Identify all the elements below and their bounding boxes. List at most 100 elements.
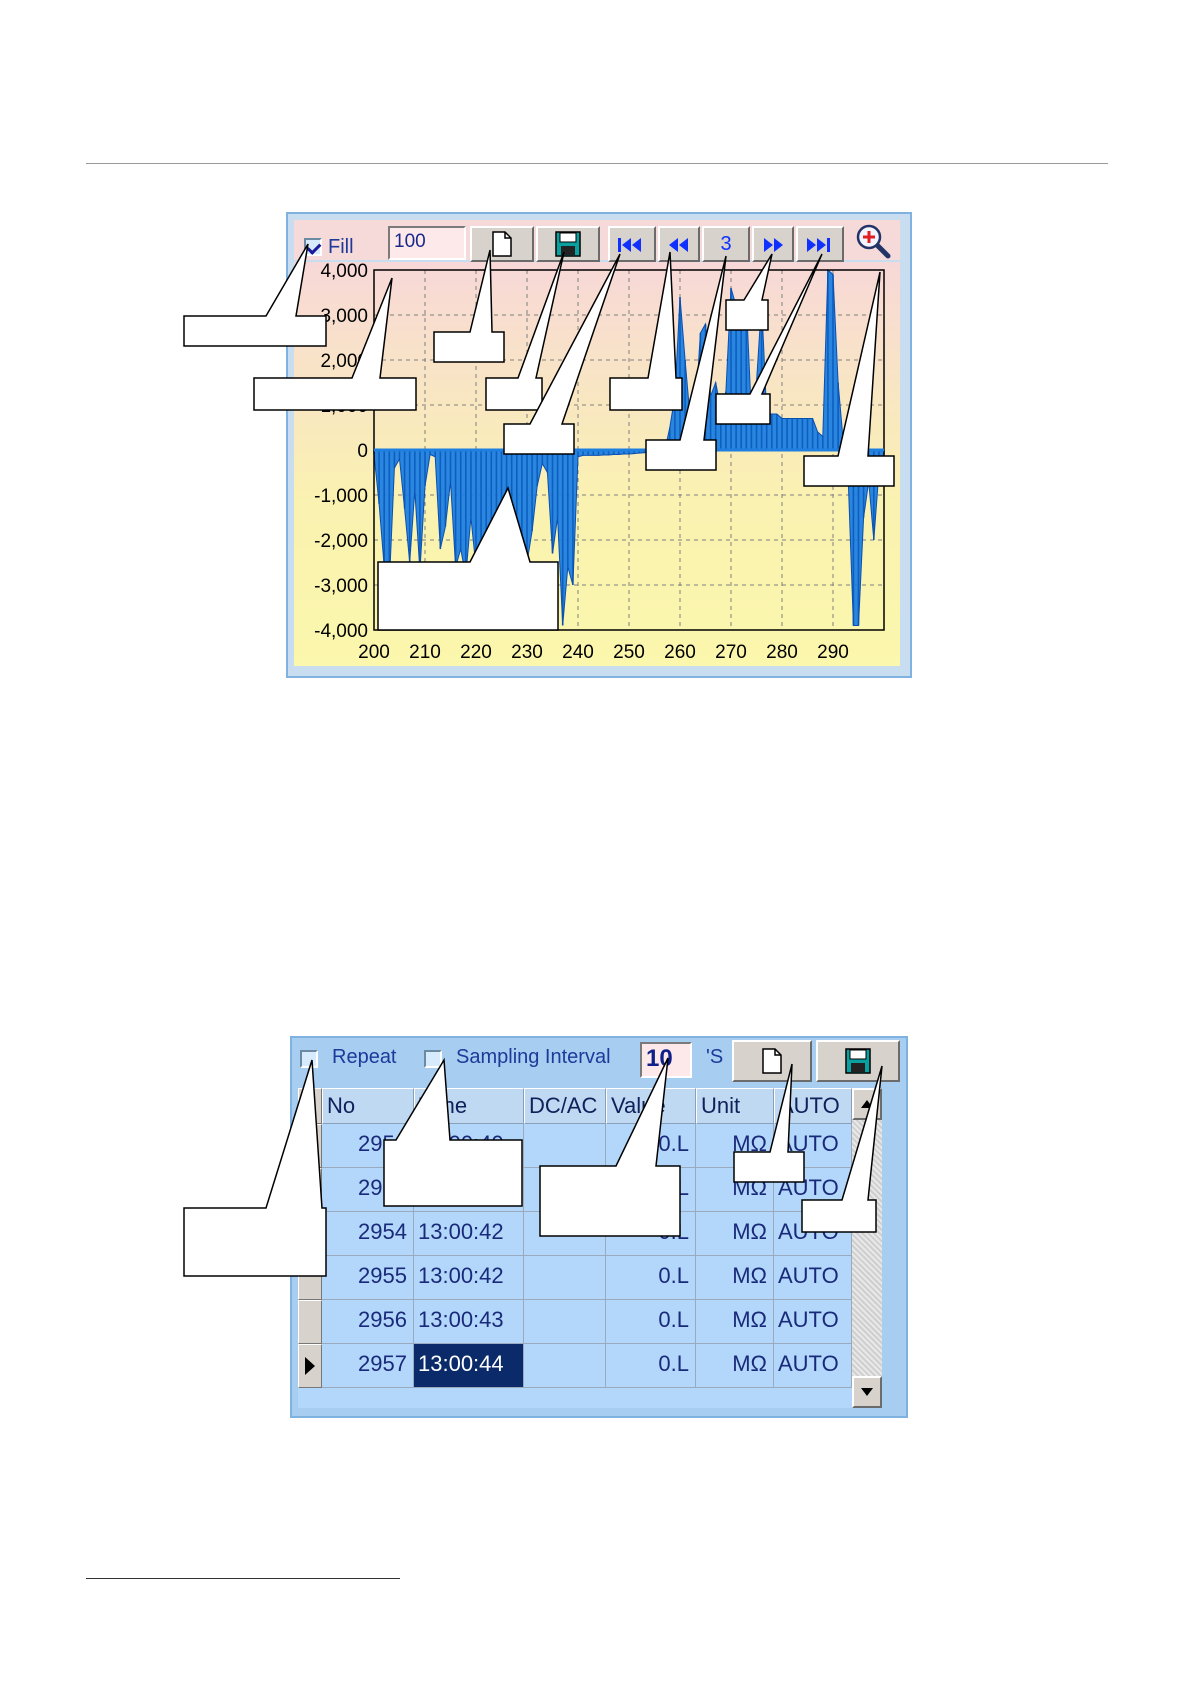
table-panel: Repeat Sampling Interval 10 'S No Time D…: [290, 1036, 908, 1418]
arrow-up-icon: [861, 1100, 873, 1108]
cell-unit[interactable]: MΩ: [696, 1168, 774, 1212]
next-page-button[interactable]: [752, 226, 794, 262]
column-header-no[interactable]: No: [322, 1088, 414, 1124]
save-disk-icon: [845, 1048, 871, 1074]
cell-dcac[interactable]: [524, 1300, 606, 1344]
prev-page-button[interactable]: [658, 226, 700, 262]
column-header-time[interactable]: Time: [414, 1088, 524, 1124]
cell-value[interactable]: 0.L: [606, 1256, 696, 1300]
cell-value[interactable]: 0.L: [606, 1300, 696, 1344]
x-tick-label: 200: [358, 642, 390, 663]
vertical-scrollbar[interactable]: [852, 1088, 882, 1408]
last-page-button[interactable]: [796, 226, 844, 262]
cell-no[interactable]: 2954: [322, 1212, 414, 1256]
grid-corner: [298, 1088, 322, 1124]
cell-time[interactable]: 13:00:43: [414, 1300, 524, 1344]
cell-unit[interactable]: MΩ: [696, 1212, 774, 1256]
repeat-checkbox[interactable]: [300, 1050, 318, 1068]
column-header-auto[interactable]: AUTO: [774, 1088, 852, 1124]
chart-svg: 4,0003,0002,0001,0000-1,000-2,000-3,000-…: [314, 261, 885, 663]
cell-time[interactable]: 13:00:40: [414, 1124, 524, 1168]
cell-time[interactable]: 13:00:44: [414, 1344, 524, 1388]
row-header[interactable]: [298, 1168, 322, 1212]
sampling-interval-checkbox[interactable]: [424, 1050, 442, 1068]
cell-time[interactable]: 13:00:42: [414, 1212, 524, 1256]
cell-value[interactable]: 0.L: [606, 1212, 696, 1256]
current-row-icon: [305, 1357, 315, 1375]
y-tick-label: 0: [357, 441, 368, 462]
y-tick-label: -1,000: [314, 486, 368, 507]
next-page-icon: [764, 238, 783, 252]
column-header-dcac[interactable]: DC/AC: [524, 1088, 606, 1124]
fill-checkbox[interactable]: [304, 238, 322, 256]
row-header[interactable]: [298, 1344, 322, 1388]
page-number-display: 3: [702, 226, 750, 262]
cell-dcac[interactable]: [524, 1168, 606, 1212]
new-file-icon: [762, 1048, 782, 1074]
scroll-up-button[interactable]: [852, 1088, 882, 1120]
zoom-button[interactable]: [854, 222, 894, 262]
cell-dcac[interactable]: [524, 1124, 606, 1168]
zoom-in-icon: [856, 224, 891, 259]
cell-no[interactable]: 2953: [322, 1168, 414, 1212]
scroll-down-button[interactable]: [852, 1376, 882, 1408]
save-button[interactable]: [536, 226, 600, 262]
cell-auto[interactable]: AUTO: [774, 1300, 852, 1344]
y-tick-label: 2,000: [320, 351, 368, 372]
cell-unit[interactable]: MΩ: [696, 1300, 774, 1344]
table-new-button[interactable]: [732, 1040, 812, 1082]
row-header[interactable]: [298, 1256, 322, 1300]
cell-value[interactable]: 0.L: [606, 1168, 696, 1212]
table-save-button[interactable]: [816, 1040, 900, 1082]
count-input[interactable]: 100: [388, 226, 466, 260]
chart-panel: Fill 100 3: [286, 212, 912, 678]
cell-unit[interactable]: MΩ: [696, 1124, 774, 1168]
x-tick-label: 220: [460, 642, 492, 663]
cell-time[interactable]: 13:00:42: [414, 1256, 524, 1300]
x-tick-label: 250: [613, 642, 645, 663]
column-header-value[interactable]: Value: [606, 1088, 696, 1124]
cell-no[interactable]: 2952: [322, 1124, 414, 1168]
cell-no[interactable]: 2956: [322, 1300, 414, 1344]
cell-dcac[interactable]: [524, 1212, 606, 1256]
cell-dcac[interactable]: [524, 1256, 606, 1300]
arrow-down-icon: [861, 1388, 873, 1396]
cell-auto[interactable]: AUTO: [774, 1344, 852, 1388]
y-tick-label: -2,000: [314, 531, 368, 552]
x-tick-label: 270: [715, 642, 747, 663]
cell-dcac[interactable]: [524, 1344, 606, 1388]
cell-no[interactable]: 2955: [322, 1256, 414, 1300]
first-page-button[interactable]: [608, 226, 656, 262]
row-header[interactable]: [298, 1300, 322, 1344]
row-header[interactable]: [298, 1124, 322, 1168]
cell-auto[interactable]: AUTO: [774, 1124, 852, 1168]
sampling-unit-label: 'S: [706, 1046, 724, 1068]
y-tick-label: 1,000: [320, 396, 368, 417]
new-file-icon: [492, 231, 512, 257]
y-tick-label: 4,000: [320, 262, 368, 282]
footnote-rule: [86, 1578, 400, 1579]
sampling-interval-label: Sampling Interval: [456, 1046, 611, 1068]
sampling-interval-input[interactable]: 10: [640, 1042, 692, 1078]
cell-unit[interactable]: MΩ: [696, 1256, 774, 1300]
column-header-unit[interactable]: Unit: [696, 1088, 774, 1124]
x-tick-label: 230: [511, 642, 543, 663]
x-tick-label: 210: [409, 642, 441, 663]
cell-value[interactable]: 0.L: [606, 1344, 696, 1388]
save-disk-icon: [555, 231, 581, 257]
x-tick-label: 260: [664, 642, 696, 663]
cell-no[interactable]: 2957: [322, 1344, 414, 1388]
x-tick-label: 280: [766, 642, 798, 663]
repeat-label: Repeat: [332, 1046, 397, 1068]
cell-auto[interactable]: AUTO: [774, 1212, 852, 1256]
cell-time[interactable]: 13:00:41: [414, 1168, 524, 1212]
cell-auto[interactable]: AUTO: [774, 1168, 852, 1212]
row-header[interactable]: [298, 1212, 322, 1256]
new-button[interactable]: [470, 226, 534, 262]
cell-value[interactable]: 0.L: [606, 1124, 696, 1168]
x-tick-label: 240: [562, 642, 594, 663]
cell-unit[interactable]: MΩ: [696, 1344, 774, 1388]
cell-auto[interactable]: AUTO: [774, 1256, 852, 1300]
